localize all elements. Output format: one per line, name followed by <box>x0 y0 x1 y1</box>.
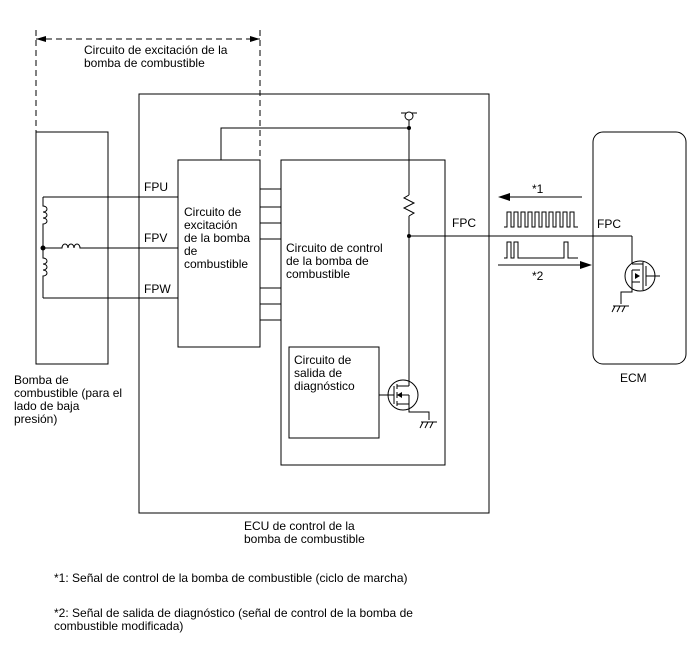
ecm-ground-symbol <box>611 305 629 313</box>
terminal-fpu: FPU <box>144 180 168 194</box>
signal2-marker: *2 <box>532 269 544 283</box>
terminal-fpw: FPW <box>144 282 171 296</box>
dimension-arrow-right <box>250 36 260 42</box>
ground-symbol <box>419 421 437 429</box>
driver-circuit-box <box>177 159 261 348</box>
signal1-marker: *1 <box>532 182 544 196</box>
terminal-fpc-ecu: FPC <box>452 216 476 230</box>
terminal-fpv: FPV <box>144 231 168 245</box>
control-circuit-label: Circuito de control de la bomba de combu… <box>286 241 383 281</box>
power-line <box>220 127 409 160</box>
control-circuit-box <box>280 159 446 466</box>
driver-circuit-dimension-label: Circuito de excitación de la bomba de co… <box>84 43 228 70</box>
signal1-waveform <box>504 211 578 228</box>
ecm-box <box>592 131 687 365</box>
pullup-resistor <box>402 194 416 217</box>
ecm-mosfet <box>620 236 660 304</box>
fuel-pump-label: Bomba de combustible (para el lado de ba… <box>14 373 123 426</box>
ecu-label: ECU de control de la bomba de combustibl… <box>244 519 365 546</box>
signal2-waveform <box>504 241 578 259</box>
diagnostic-circuit-label: Circuito de salida de diagnóstico <box>294 353 355 393</box>
terminal-fpc-ecm: FPC <box>597 217 621 231</box>
diagnostic-circuit-box <box>288 346 380 439</box>
footnote-1: *1: Señal de control de la bomba de comb… <box>54 571 408 585</box>
pump-motor-coils <box>40 196 108 299</box>
ecu-box <box>138 93 490 514</box>
bus-lines <box>260 188 281 321</box>
driver-circuit-label: Circuito de excitación de la bomba de co… <box>184 205 251 271</box>
diag-mosfet <box>379 378 430 420</box>
ecm-label: ECM <box>620 371 647 385</box>
footnote-2: *2: Señal de salida de diagnóstico (seña… <box>54 606 413 633</box>
dimension-arrow-left <box>36 36 46 42</box>
power-terminal <box>404 111 414 121</box>
